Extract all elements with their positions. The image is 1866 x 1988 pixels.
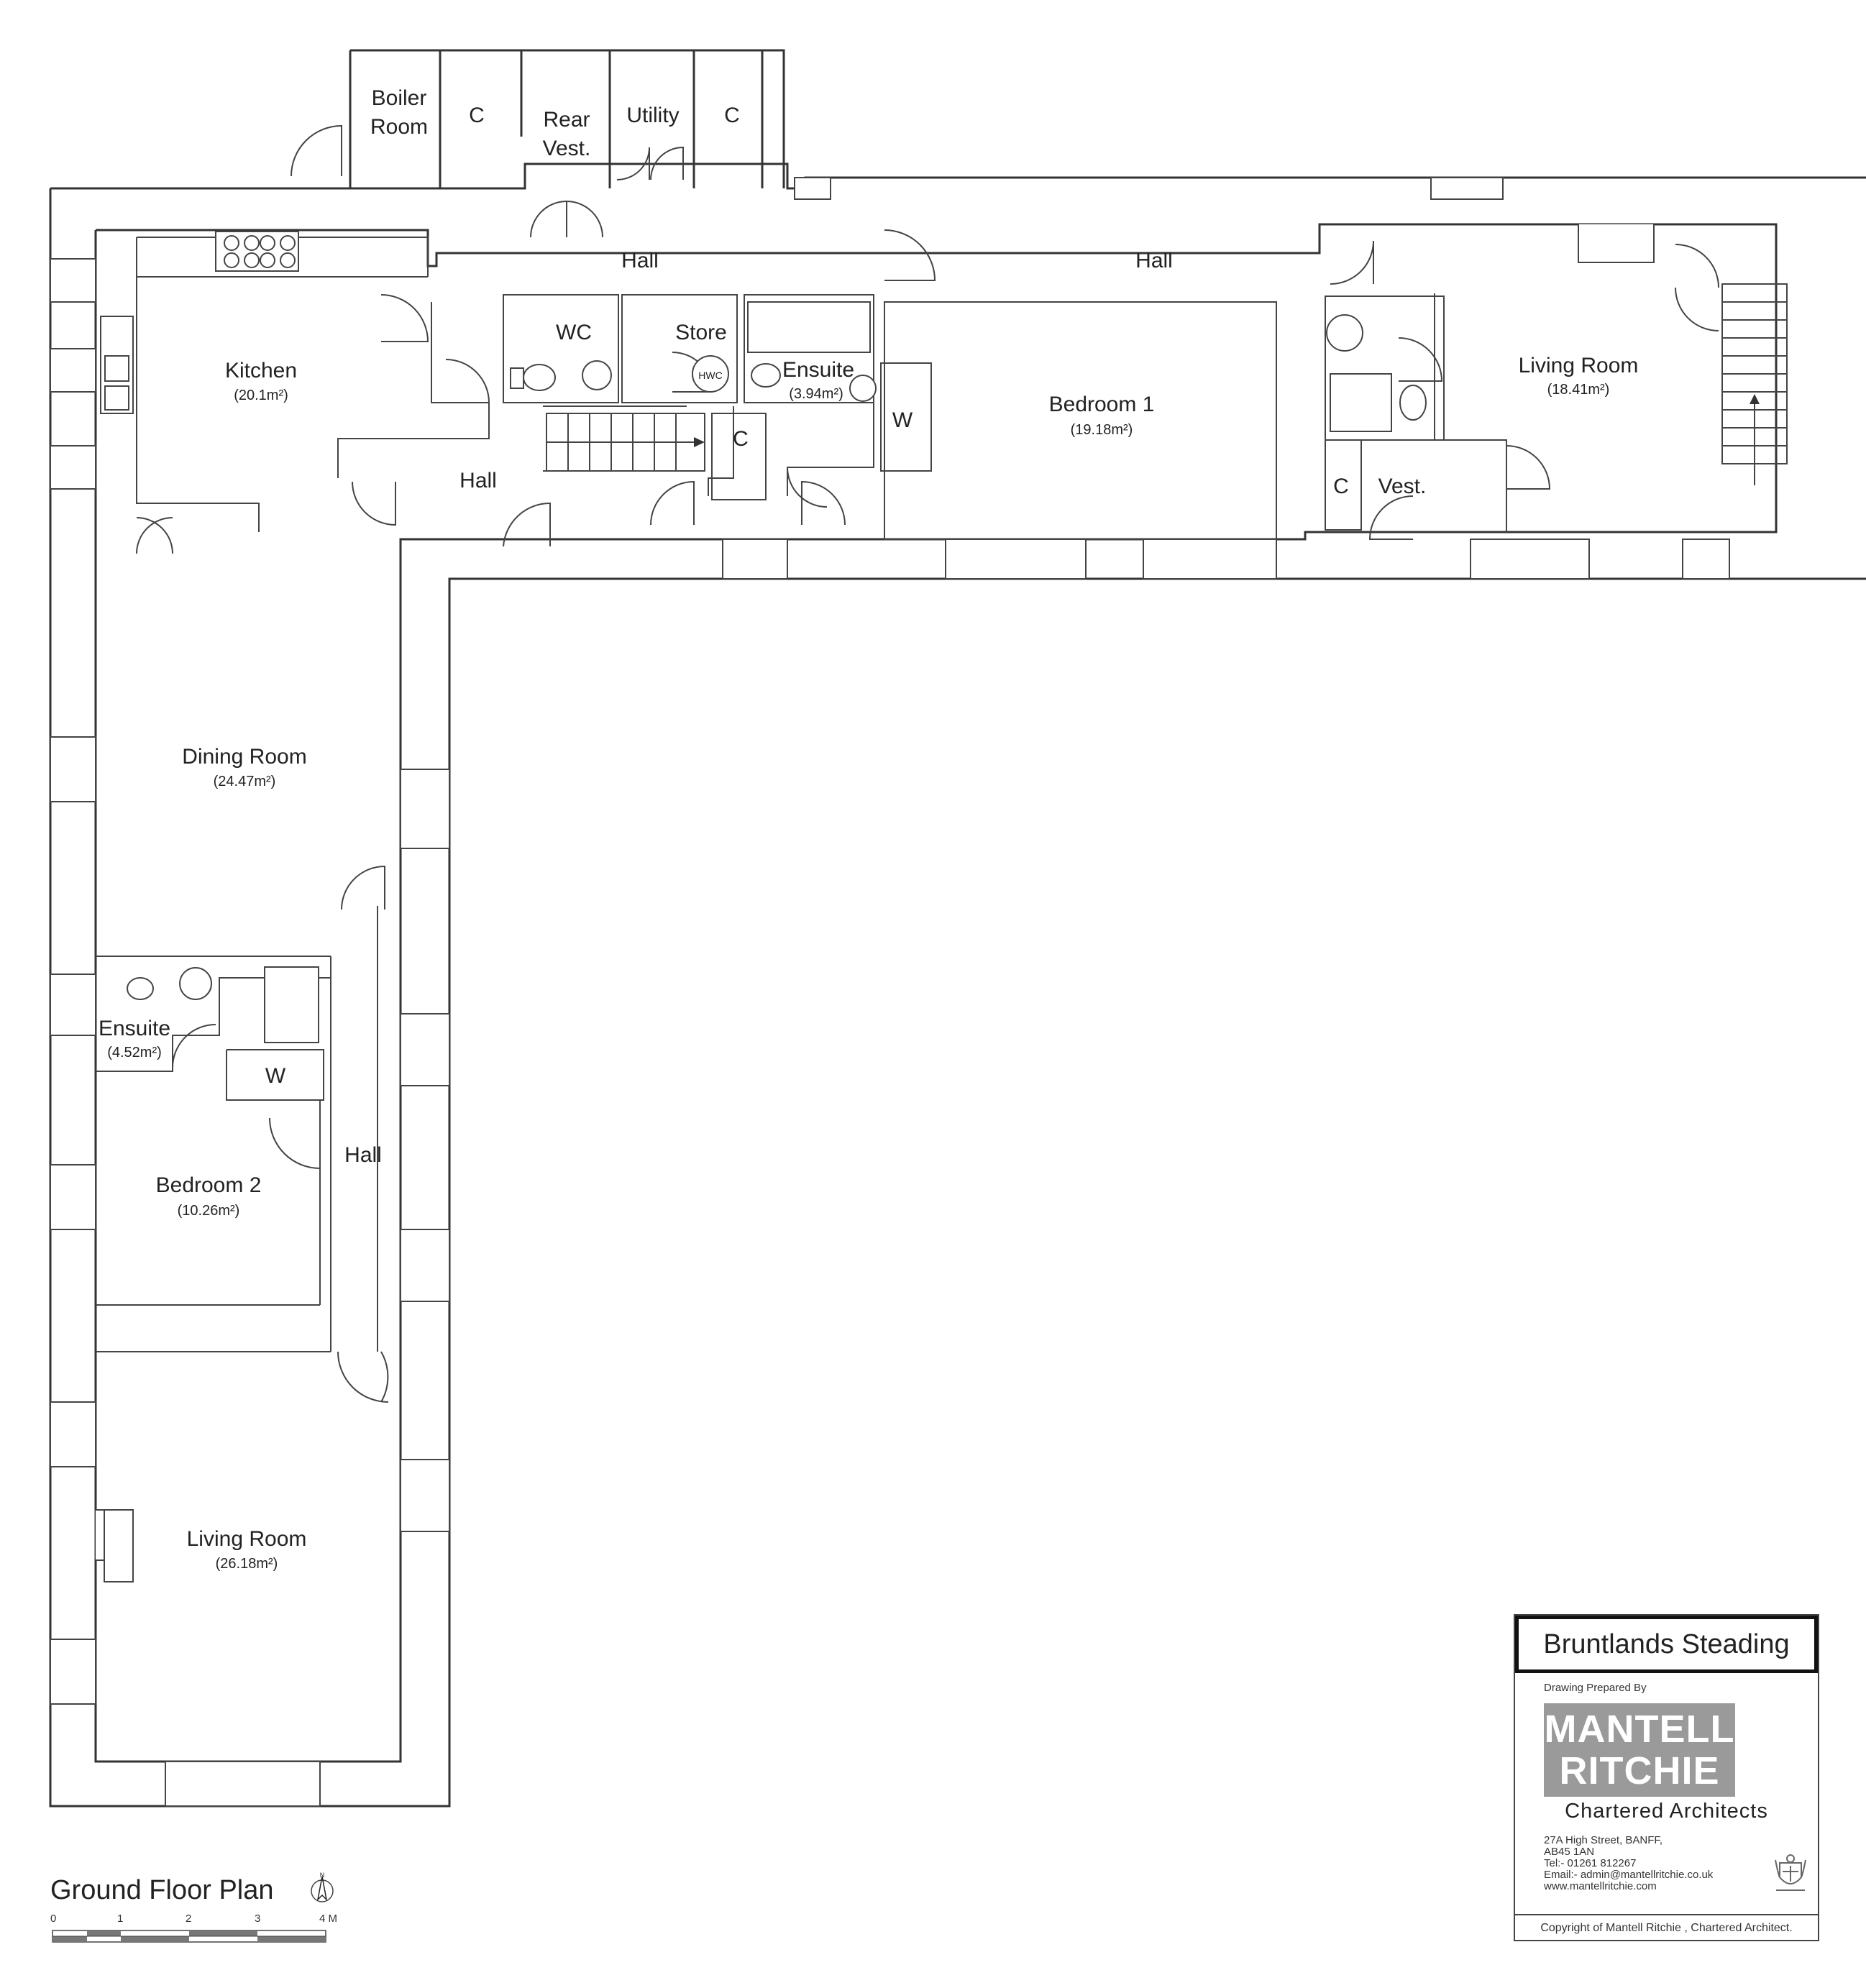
area-bedroom-1: (19.18m²) bbox=[1071, 422, 1133, 438]
architect-logo: MANTELL RITCHIE bbox=[1544, 1703, 1735, 1797]
project-name: Bruntlands Steading bbox=[1515, 1616, 1818, 1673]
address-line-2: AB45 1AN bbox=[1544, 1846, 1595, 1858]
architect-address: 27A High Street, BANFF, AB45 1AN Tel:- 0… bbox=[1544, 1835, 1713, 1892]
doors bbox=[136, 124, 1719, 1403]
interior-walls bbox=[96, 237, 1507, 1352]
windows bbox=[50, 177, 1730, 1807]
label-store: Store bbox=[675, 321, 727, 344]
label-rear-vest-2: Vest. bbox=[543, 137, 591, 160]
address-web: www.mantellritchie.com bbox=[1544, 1880, 1657, 1892]
logo-line-2: RITCHIE bbox=[1559, 1749, 1720, 1792]
area-dining-room: (24.47m²) bbox=[214, 774, 276, 789]
plan-title: Ground Floor Plan bbox=[50, 1875, 274, 1905]
label-cupboard-mid: C bbox=[733, 427, 749, 451]
outer-walls bbox=[49, 49, 1866, 1808]
address-line-1: 27A High Street, BANFF, bbox=[1544, 1834, 1663, 1846]
label-boiler-room-1: Boiler bbox=[372, 86, 427, 110]
label-cupboard-top-right: C bbox=[724, 104, 740, 127]
area-living-room-right: (18.41m²) bbox=[1547, 382, 1610, 398]
label-hall-mid: Hall bbox=[459, 469, 497, 493]
room-labels: Boiler Room C Rear Vest. Utility C Hall … bbox=[99, 86, 1638, 1572]
label-rear-vest-1: Rear bbox=[543, 108, 590, 132]
architect-subtitle: Chartered Architects bbox=[1565, 1800, 1768, 1823]
label-hall-top-right: Hall bbox=[1135, 249, 1173, 272]
label-boiler-room-2: Room bbox=[370, 115, 428, 139]
scale-label-1: 1 bbox=[117, 1913, 124, 1925]
address-tel: Tel:- 01261 812267 bbox=[1544, 1857, 1637, 1869]
logo-line-1: MANTELL bbox=[1544, 1708, 1735, 1751]
stair-center bbox=[546, 413, 705, 472]
label-cupboard-vest: C bbox=[1333, 475, 1349, 498]
stair-right bbox=[1721, 283, 1788, 485]
area-kitchen: (20.1m²) bbox=[234, 388, 288, 403]
fixtures bbox=[96, 224, 1655, 1582]
label-cupboard-top-left: C bbox=[469, 104, 485, 127]
label-hall-top-left: Hall bbox=[621, 249, 659, 272]
label-wardrobe-1: W bbox=[892, 408, 913, 432]
scale-bar bbox=[52, 1930, 326, 1943]
label-ensuite-2: Ensuite bbox=[99, 1017, 170, 1040]
label-hall-wing: Hall bbox=[344, 1143, 382, 1167]
label-ensuite-1: Ensuite bbox=[782, 358, 854, 382]
label-bedroom-2: Bedroom 2 bbox=[156, 1173, 262, 1197]
label-wc: WC bbox=[556, 321, 592, 344]
address-email: Email:- admin@mantellritchie.co.uk bbox=[1544, 1869, 1714, 1881]
label-dining-room: Dining Room bbox=[182, 745, 306, 769]
scale-label-3: 3 bbox=[255, 1913, 261, 1925]
label-wardrobe-2: W bbox=[265, 1064, 286, 1088]
area-bedroom-2: (10.26m²) bbox=[178, 1203, 240, 1219]
label-living-room-right: Living Room bbox=[1519, 354, 1639, 377]
label-hwc: HWC bbox=[698, 370, 722, 381]
label-kitchen: Kitchen bbox=[225, 359, 297, 383]
scale-label-2: 2 bbox=[186, 1913, 192, 1925]
north-arrow-icon: N bbox=[311, 1872, 334, 1902]
label-living-room-left: Living Room bbox=[187, 1527, 307, 1551]
scale-label-4: 4 M bbox=[319, 1913, 338, 1925]
label-bedroom-1: Bedroom 1 bbox=[1049, 393, 1155, 416]
area-ensuite-1: (3.94m²) bbox=[789, 386, 843, 402]
copyright: Copyright of Mantell Ritchie , Chartered… bbox=[1515, 1914, 1818, 1941]
label-vest: Vest. bbox=[1378, 475, 1427, 498]
area-ensuite-2: (4.52m²) bbox=[107, 1045, 162, 1061]
title-block: Bruntlands Steading Drawing Prepared By … bbox=[1514, 1614, 1819, 1941]
area-living-room-left: (26.18m²) bbox=[216, 1556, 278, 1572]
scale-label-0: 0 bbox=[50, 1913, 57, 1925]
prepared-by: Drawing Prepared By bbox=[1544, 1682, 1647, 1694]
compass-label: N bbox=[320, 1872, 325, 1879]
crest-icon bbox=[1775, 1854, 1806, 1891]
label-utility: Utility bbox=[626, 104, 679, 127]
